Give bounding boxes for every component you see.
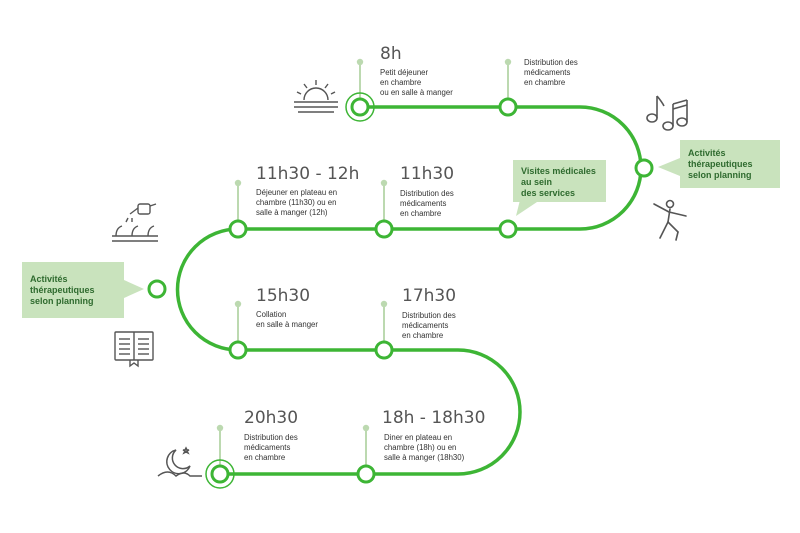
stem-tip [234,179,242,187]
node-15h30 [228,340,248,360]
stems [219,62,509,474]
watering-can-icon [112,203,158,242]
node-activites-right [634,158,654,178]
node-11h30 [374,219,394,239]
stem-tip [362,424,370,432]
time-label-17h30: 17h30 [402,286,457,306]
sunrise-icon [294,80,338,113]
bubble-pointer-activites-right [658,158,680,176]
node-meds-morning [498,97,518,117]
stem-tip [380,179,388,187]
bubble-pointer-visites [516,200,540,216]
node-20h30 [210,464,230,484]
bubble-pointer-activites-left [124,280,144,298]
node-17h30 [374,340,394,360]
description-meds-noon: Distribution des médicaments en chambre [400,189,454,218]
callout-activites-left: Activités thérapeutiques selon planning [22,262,124,318]
node-8h [350,97,370,117]
node-11h30-12h [228,219,248,239]
description-diner: Diner en plateau en chambre (18h) ou en … [384,433,465,462]
stem-tip [356,58,364,66]
description-petit-dejeuner: Petit déjeuner en chambre ou en salle à … [380,68,453,97]
stem-tip [380,300,388,308]
stem-tips [216,58,512,432]
node-visites [498,219,518,239]
time-label-15h30: 15h30 [256,286,311,306]
description-dejeuner: Déjeuner en plateau en chambre (11h30) o… [256,188,338,217]
dancer-icon [653,199,687,241]
callout-activites-right: Activités thérapeutiques selon planning [680,140,780,188]
start-ring [345,92,375,122]
book-icon [114,331,154,368]
nodes [147,97,654,484]
moon-icon [157,446,202,477]
description-meds-morning: Distribution des médicaments en chambre [524,58,578,87]
end-ring [205,459,235,489]
time-label-8h: 8h [380,44,402,64]
time-label-18h-18h30: 18h - 18h30 [382,408,486,428]
stem-tip [216,424,224,432]
node-activites-left [147,279,167,299]
stem-tip [234,300,242,308]
time-label-11h30-12h: 11h30 - 12h [256,164,360,184]
music-notes-icon [646,95,688,131]
callout-visites-medicales: Visites médicales au sein des services [513,160,606,202]
description-meds-afternoon: Distribution des médicaments en chambre [402,311,456,340]
description-collation: Collation en salle à manger [256,310,318,329]
time-label-11h30: 11h30 [400,164,455,184]
description-meds-evening: Distribution des médicaments en chambre [244,433,298,462]
stem-tip [504,58,512,66]
node-18h [356,464,376,484]
time-label-20h30: 20h30 [244,408,299,428]
